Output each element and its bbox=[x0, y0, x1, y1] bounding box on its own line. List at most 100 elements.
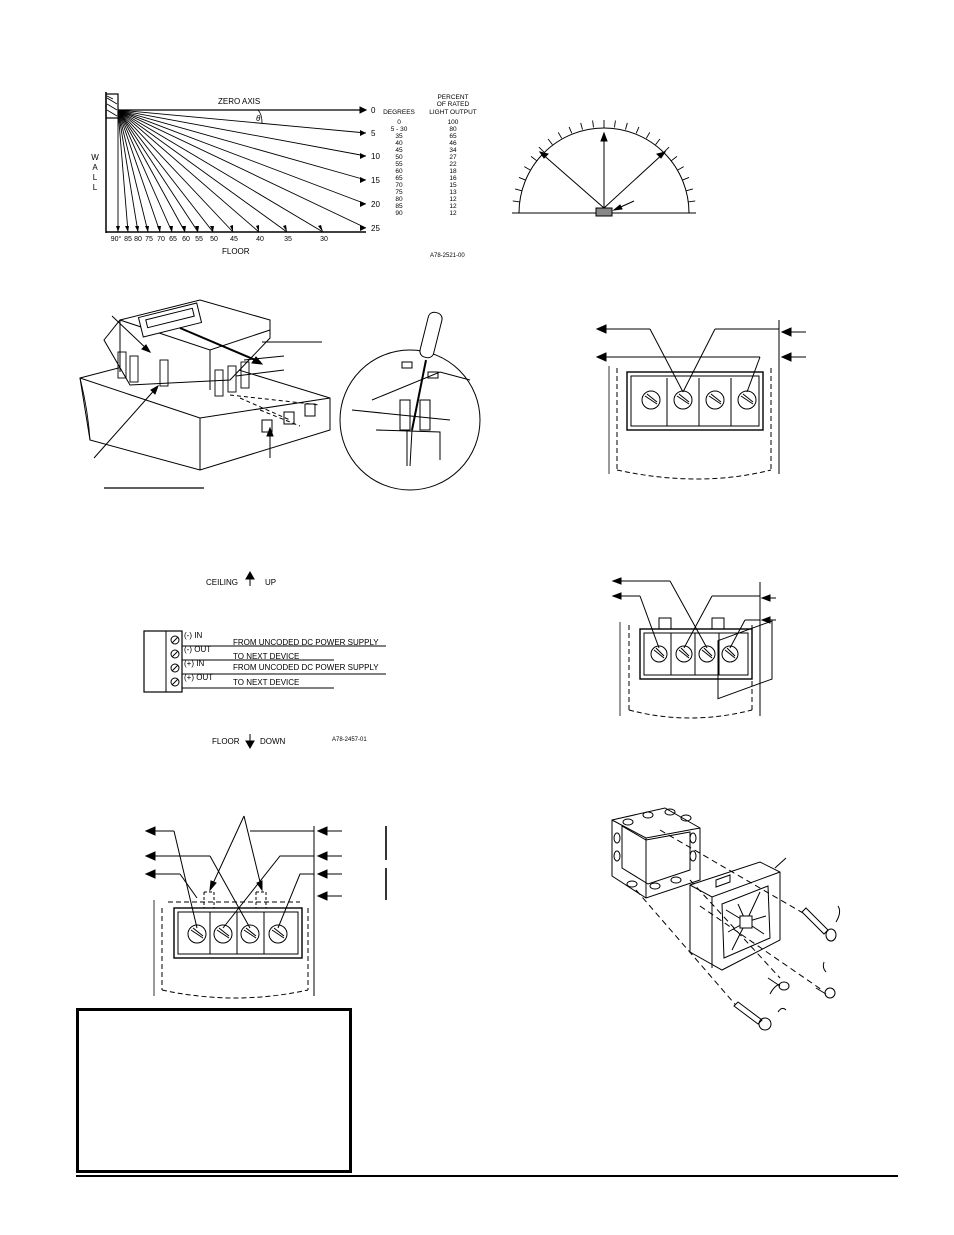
terminal-tag-minus-in: (-) IN bbox=[184, 631, 202, 640]
svg-text:18: 18 bbox=[449, 168, 457, 175]
svg-text:75: 75 bbox=[145, 236, 153, 243]
light-output-chart bbox=[105, 92, 368, 233]
svg-text:40: 40 bbox=[395, 140, 403, 147]
chart-code: A78-2521-00 bbox=[430, 253, 465, 259]
svg-text:85: 85 bbox=[395, 203, 403, 210]
terminal-tag-plus-in: (+) IN bbox=[184, 659, 204, 668]
svg-text:75: 75 bbox=[395, 189, 403, 196]
ceiling-label: CEILING bbox=[206, 578, 238, 587]
up-label: UP bbox=[265, 578, 276, 587]
svg-text:80: 80 bbox=[449, 126, 457, 133]
svg-text:L: L bbox=[93, 173, 98, 182]
wall-strobe-box bbox=[105, 93, 119, 119]
svg-text:12: 12 bbox=[449, 210, 457, 217]
svg-text:10: 10 bbox=[371, 152, 380, 161]
svg-text:70: 70 bbox=[157, 236, 165, 243]
terminal-tag-plus-out: (+) OUT bbox=[184, 673, 213, 682]
svg-text:65: 65 bbox=[449, 133, 457, 140]
wiring-code: A78-2457-01 bbox=[332, 737, 367, 743]
theta-label: θ bbox=[256, 114, 261, 123]
terminal-desc-plus-in: FROM UNCODED DC POWER SUPPLY bbox=[233, 663, 379, 672]
screwdriver-detail bbox=[339, 311, 481, 491]
svg-text:80: 80 bbox=[134, 236, 142, 243]
strobe-lens bbox=[721, 885, 771, 959]
svg-text:12: 12 bbox=[449, 196, 457, 203]
protractor-ticks bbox=[512, 120, 696, 214]
svg-text:15: 15 bbox=[449, 182, 457, 189]
svg-text:45: 45 bbox=[230, 236, 238, 243]
svg-text:5 - 30: 5 - 30 bbox=[391, 126, 408, 133]
wiring-label-diagram bbox=[143, 570, 386, 750]
up-arrow-icon bbox=[245, 570, 255, 586]
distance-ticks: 0 5 10 15 20 25 bbox=[371, 106, 380, 233]
backbox-exploded-diagram bbox=[611, 620, 841, 1031]
wall-label: W A L L bbox=[91, 153, 99, 192]
svg-text:20: 20 bbox=[371, 200, 380, 209]
svg-text:80: 80 bbox=[395, 196, 403, 203]
washer-left bbox=[767, 977, 790, 991]
svg-text:30: 30 bbox=[320, 236, 328, 243]
svg-text:65: 65 bbox=[169, 236, 177, 243]
svg-text:13: 13 bbox=[449, 189, 457, 196]
floor-label: FLOOR bbox=[222, 247, 250, 256]
svg-text:46: 46 bbox=[449, 140, 457, 147]
floor-down-label: FLOOR bbox=[212, 737, 240, 746]
svg-text:W: W bbox=[91, 153, 99, 162]
terminal-desc-minus-in: FROM UNCODED DC POWER SUPPLY bbox=[233, 638, 379, 647]
svg-text:A: A bbox=[92, 163, 98, 172]
strobe-unit bbox=[595, 207, 613, 217]
svg-text:45: 45 bbox=[395, 147, 403, 154]
footer-rule bbox=[76, 1175, 898, 1177]
svg-text:22: 22 bbox=[449, 161, 457, 168]
svg-text:PERCENT: PERCENT bbox=[437, 94, 468, 101]
svg-text:15: 15 bbox=[371, 176, 380, 185]
svg-text:60: 60 bbox=[395, 168, 403, 175]
svg-text:55: 55 bbox=[195, 236, 203, 243]
terminal-tag-minus-out: (-) OUT bbox=[184, 645, 211, 654]
svg-text:85: 85 bbox=[124, 236, 132, 243]
svg-text:OF RATED: OF RATED bbox=[437, 101, 470, 108]
protractor-diagram bbox=[512, 120, 696, 217]
svg-text:40: 40 bbox=[256, 236, 264, 243]
degrees-header: DEGREES bbox=[383, 109, 415, 116]
svg-text:34: 34 bbox=[449, 147, 457, 154]
svg-text:0: 0 bbox=[371, 106, 376, 115]
svg-text:90: 90 bbox=[395, 210, 403, 217]
floor-ticks: 90° 85 80 75 70 65 60 55 50 45 40 35 30 bbox=[111, 235, 328, 243]
svg-text:50: 50 bbox=[395, 154, 403, 161]
svg-text:25: 25 bbox=[371, 224, 380, 233]
mounting-plate-diagram bbox=[79, 299, 331, 489]
note-box bbox=[76, 1008, 352, 1173]
terminal-block-b bbox=[611, 577, 776, 719]
screw-top-right bbox=[801, 907, 837, 942]
angle-rays bbox=[117, 109, 367, 233]
svg-text:LIGHT OUTPUT: LIGHT OUTPUT bbox=[429, 109, 477, 116]
light-output-table: DEGREES PERCENT OF RATED LIGHT OUTPUT 0 … bbox=[383, 94, 477, 217]
svg-text:100: 100 bbox=[448, 119, 459, 126]
svg-text:5: 5 bbox=[371, 129, 376, 138]
screw-bottom bbox=[733, 1001, 772, 1031]
svg-text:35: 35 bbox=[284, 236, 292, 243]
terminal-block-a bbox=[595, 320, 806, 480]
terminal-block-c bbox=[144, 815, 387, 999]
screwdriver-handle bbox=[419, 311, 443, 359]
down-arrow-icon bbox=[245, 734, 255, 750]
svg-text:65: 65 bbox=[395, 175, 403, 182]
zero-axis-label: ZERO AXIS bbox=[218, 97, 260, 106]
svg-text:L: L bbox=[93, 183, 98, 192]
svg-text:70: 70 bbox=[395, 182, 403, 189]
terminal-desc-minus-out: TO NEXT DEVICE bbox=[233, 652, 299, 661]
down-label: DOWN bbox=[260, 737, 286, 746]
svg-text:60: 60 bbox=[182, 236, 190, 243]
svg-text:50: 50 bbox=[210, 236, 218, 243]
svg-text:55: 55 bbox=[395, 161, 403, 168]
svg-text:0: 0 bbox=[397, 119, 401, 126]
svg-text:16: 16 bbox=[449, 175, 457, 182]
washer-right bbox=[815, 987, 836, 999]
svg-text:90°: 90° bbox=[111, 235, 122, 243]
terminal-desc-plus-out: TO NEXT DEVICE bbox=[233, 678, 299, 687]
svg-text:35: 35 bbox=[395, 133, 403, 140]
svg-text:27: 27 bbox=[449, 154, 457, 161]
svg-text:12: 12 bbox=[449, 203, 457, 210]
